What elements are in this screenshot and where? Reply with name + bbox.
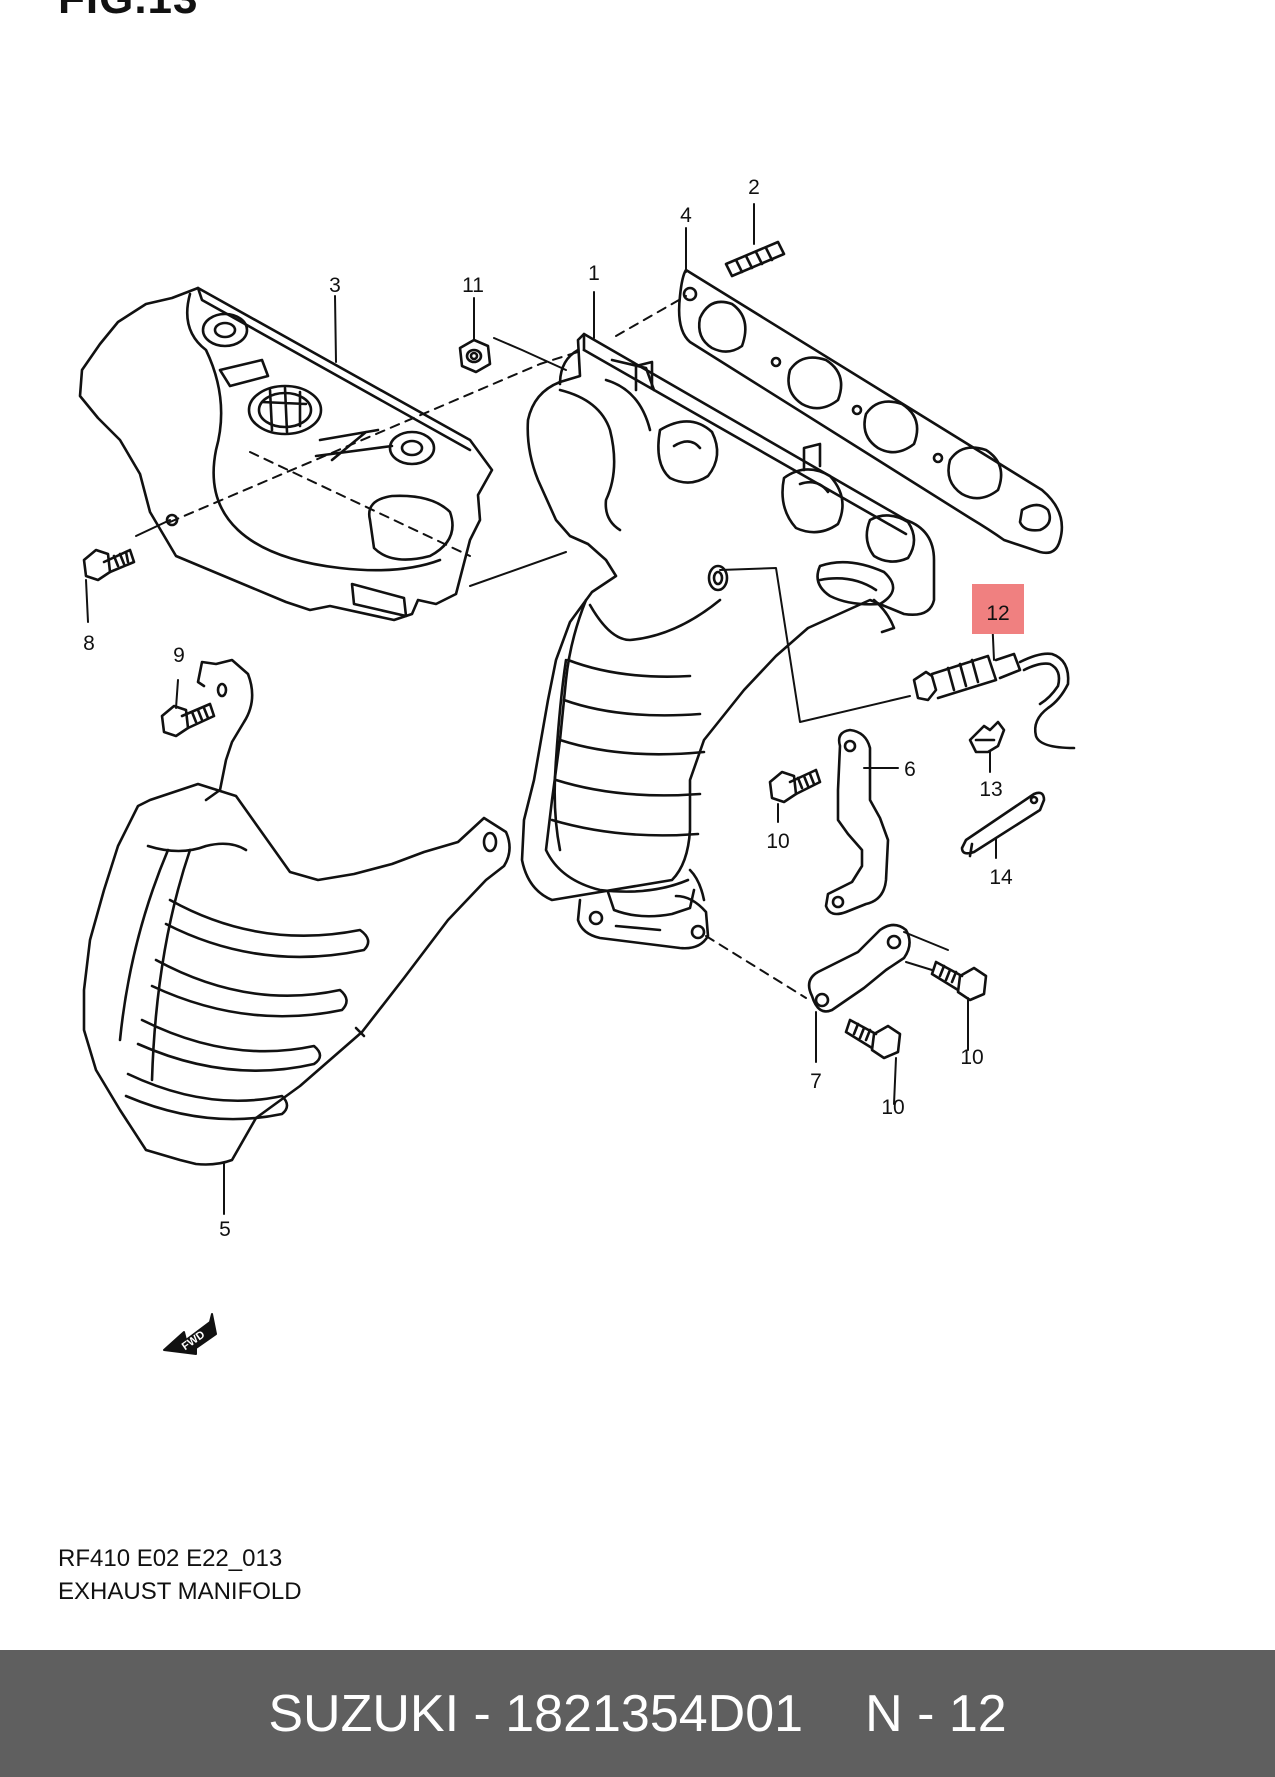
- callout-1: 1: [588, 262, 600, 285]
- callout-10-left: 10: [766, 830, 789, 853]
- diagram-title: EXHAUST MANIFOLD: [58, 1578, 302, 1605]
- callout-14: 14: [989, 866, 1013, 889]
- stud-bolt: [724, 240, 786, 278]
- part-footer-bar: SUZUKI - 1821354D01 N - 12: [0, 1650, 1275, 1777]
- lower-heat-insulator: [82, 658, 511, 1166]
- callout-6: 6: [904, 758, 916, 781]
- solid-leader-lines: [135, 337, 949, 971]
- bolt-10-right: [930, 960, 988, 1002]
- callout-10-right: 10: [960, 1046, 983, 1069]
- bolt-10-bottom: [844, 1018, 902, 1060]
- callout-4: 4: [680, 204, 692, 227]
- exhaust-manifold-diagram: 1 2 3 4 5 6 7 8 9 10 10 10 11 12 13 14 F…: [78, 176, 1076, 1355]
- exhaust-manifold: [520, 332, 936, 950]
- converter-stay-bracket: [807, 923, 911, 1013]
- callout-13: 13: [979, 778, 1002, 801]
- bolt-9: [160, 702, 216, 738]
- callout-3: 3: [329, 274, 341, 297]
- callout-7: 7: [810, 1070, 822, 1093]
- exhaust-manifold-gasket: [677, 268, 1064, 555]
- harness-clamp: [960, 791, 1046, 858]
- assembly-guide-lines: [169, 295, 807, 999]
- callout-5: 5: [219, 1218, 231, 1241]
- callout-leaders: [85, 203, 997, 1215]
- bolt-10-left: [768, 768, 822, 804]
- callout-2: 2: [748, 176, 760, 199]
- figure-heading: FIG.13: [58, 0, 199, 24]
- reference-number: N - 12: [865, 1684, 1007, 1743]
- callout-12-highlight: [972, 584, 1024, 634]
- callout-11: 11: [462, 274, 484, 297]
- oxygen-sensor: [912, 652, 1076, 750]
- callout-12: 12: [986, 602, 1009, 625]
- fwd-arrow-icon: FWD: [163, 1313, 217, 1355]
- manifold-stay-bracket: [824, 728, 890, 916]
- bolt-8: [82, 548, 136, 582]
- callout-8: 8: [83, 632, 95, 655]
- brand-part-number: SUZUKI - 1821354D01: [268, 1684, 804, 1743]
- nut-11: [458, 338, 492, 374]
- sensor-clamp: [968, 720, 1006, 754]
- upper-heat-insulator: [78, 286, 494, 622]
- callout-10-bottom: 10: [881, 1096, 904, 1119]
- diagram-code: RF410 E02 E22_013: [58, 1545, 283, 1572]
- callout-9: 9: [173, 644, 185, 667]
